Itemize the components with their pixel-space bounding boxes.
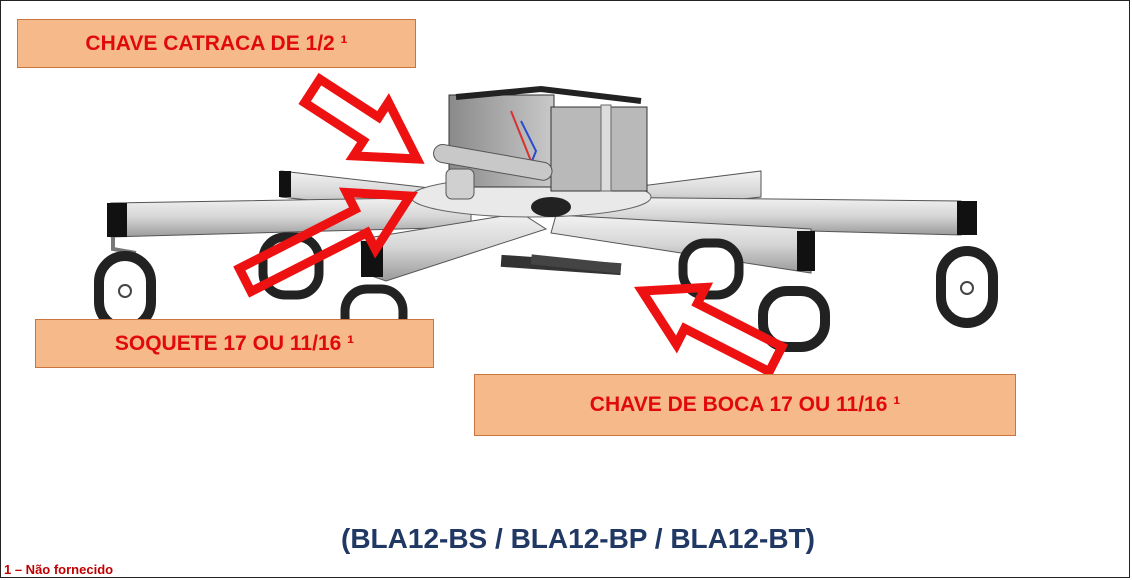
arrow-open-end-icon — [634, 282, 789, 378]
caster-wheel-left — [94, 251, 156, 333]
arrow-ratchet-icon — [298, 72, 425, 164]
caster-wheel-front-right — [758, 286, 830, 352]
cart-arm-left — [107, 196, 472, 255]
model-title: (BLA12-BS / BLA12-BP / BLA12-BT) — [341, 523, 815, 554]
caster-wheel-rear-right — [678, 238, 744, 300]
footnote: 1 – Não fornecido — [4, 562, 114, 577]
cart-arm-front-right — [550, 214, 815, 274]
arrow-socket-icon — [233, 187, 418, 298]
callout-ratchet-wrench: CHAVE CATRACA DE 1/2 ¹ — [17, 19, 416, 68]
caster-wheel-right — [936, 246, 998, 328]
ratchet-wrench — [433, 143, 553, 200]
open-end-wrench — [530, 254, 622, 274]
callout-open-end-wrench: CHAVE DE BOCA 17 OU 11/16 ¹ — [474, 374, 1016, 436]
callout-socket: SOQUETE 17 OU 11/16 ¹ — [35, 319, 434, 368]
